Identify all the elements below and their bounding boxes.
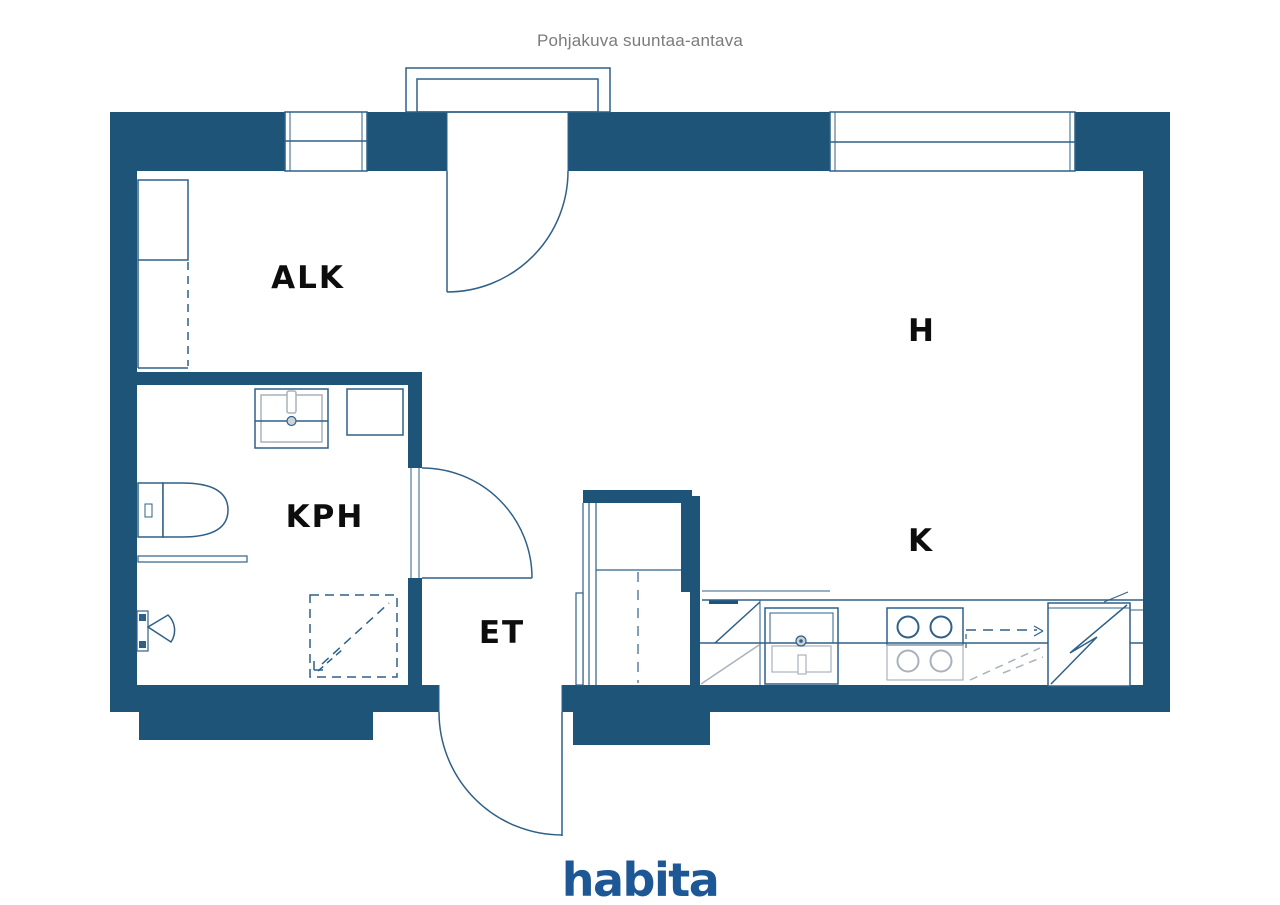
window-icon <box>284 111 368 172</box>
plan-disclaimer-text: Pohjakuva suuntaa-antava <box>536 31 744 50</box>
bottom-wall <box>110 685 1170 712</box>
room-label-alk: ALK <box>271 260 345 296</box>
balcony-door-opening <box>446 112 569 171</box>
bottom-pilaster-right <box>573 712 710 745</box>
bathroom-right-wall-lower <box>408 578 422 685</box>
bottom-pilaster-left <box>139 712 373 740</box>
bathroom-right-wall-upper <box>408 385 422 468</box>
closet-right-wall-upper <box>681 496 700 592</box>
room-label-h: H <box>908 313 936 349</box>
entrance-canopy-icon <box>405 67 611 113</box>
shower-mixer-icon <box>136 610 176 652</box>
bathroom-fixtures <box>136 388 404 678</box>
habita-logo: habita <box>561 853 720 905</box>
kitchen-sink-icon <box>764 607 839 685</box>
bathroom-cabinet-icon <box>346 388 404 436</box>
window-icon <box>829 111 1076 172</box>
kitchen-counter <box>700 590 1143 687</box>
wardrobe-icon <box>137 179 189 369</box>
interior-door-icon <box>446 170 569 293</box>
room-label-k: K <box>908 523 934 559</box>
room-label-kph: KPH <box>286 499 365 535</box>
refrigerator-icon <box>1047 591 1131 687</box>
right-wall <box>1143 112 1170 712</box>
toilet-icon <box>137 482 229 538</box>
washbasin-icon <box>254 388 329 449</box>
entrance-door-icon <box>438 711 563 836</box>
bathroom-door-icon <box>410 467 533 579</box>
counter-reservation-dashes <box>965 625 1044 681</box>
windows-and-openings <box>284 111 1076 712</box>
closet-right-wall-lower <box>690 592 700 685</box>
shower-corner-icon <box>309 594 398 678</box>
closet-top-wall <box>583 490 692 503</box>
left-wall <box>110 112 137 712</box>
doors <box>410 170 569 836</box>
entrance-door-opening <box>438 685 563 712</box>
hall-closet-icon <box>575 503 681 686</box>
counter-wall-tick <box>709 600 738 604</box>
room-labels: ALK H KPH ET K <box>271 260 936 651</box>
stove-icon <box>886 607 964 681</box>
room-label-et: ET <box>479 615 525 651</box>
bathroom-top-wall <box>137 372 422 385</box>
towel-rail-icon <box>137 555 248 563</box>
